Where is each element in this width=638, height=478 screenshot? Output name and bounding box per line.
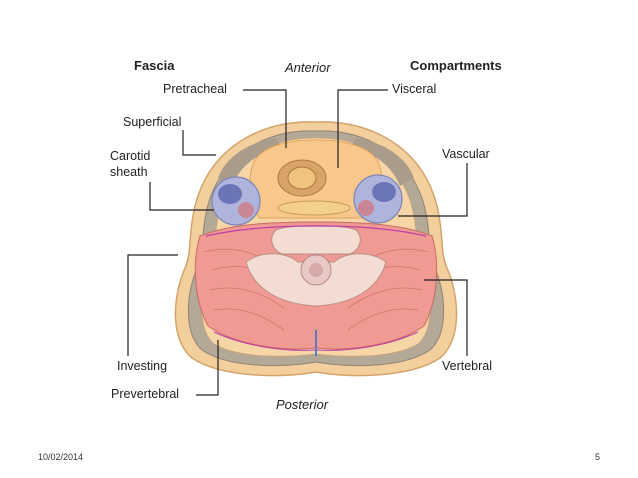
carotid-artery-right: [358, 200, 374, 216]
superficial-leader: [183, 130, 216, 155]
investing-leader: [128, 255, 178, 356]
trachea: [288, 167, 316, 189]
internal-jugular-left: [218, 184, 242, 204]
esophagus: [278, 201, 350, 215]
vertebral-body: [272, 226, 361, 255]
spinal-canal-center: [309, 263, 323, 277]
carotid-artery-left: [238, 202, 254, 218]
internal-jugular-right: [372, 182, 396, 202]
